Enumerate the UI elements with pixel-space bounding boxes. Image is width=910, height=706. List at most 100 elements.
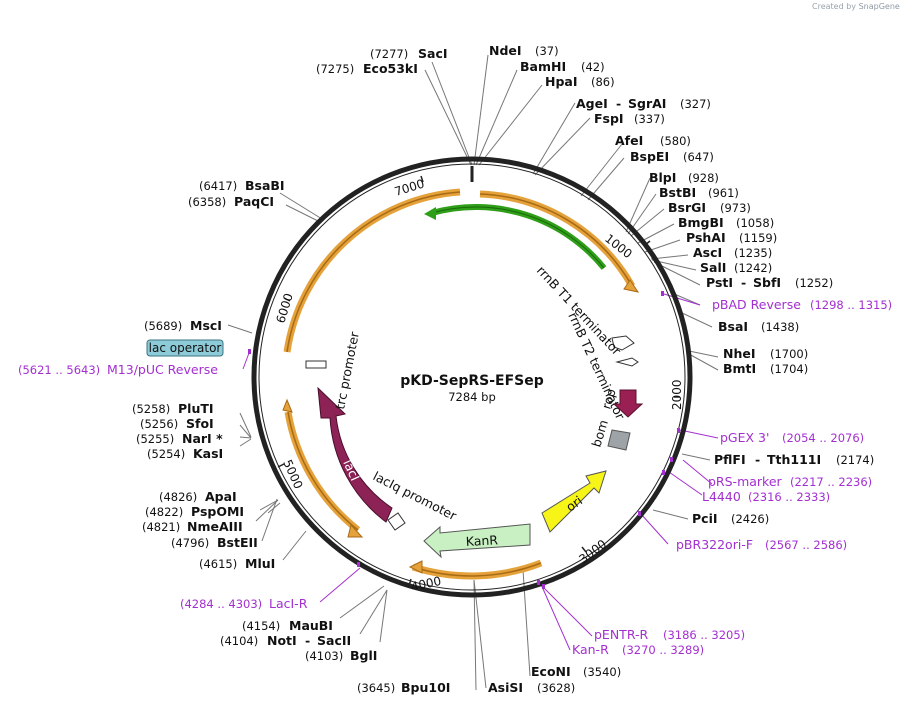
site-mlui-name[interactable]: MluI xyxy=(245,556,275,571)
primer-l4440-range: (2316 .. 2333) xyxy=(748,490,830,504)
site-bamhi-name[interactable]: BamHI xyxy=(520,59,566,74)
site-psti-name[interactable]: PstI xyxy=(706,275,733,290)
site-pcii-name[interactable]: PciI xyxy=(692,511,718,526)
site-pshai-pos: (1159) xyxy=(739,231,777,245)
site-psti-sep: - xyxy=(741,275,746,290)
site-blpi-pos: (928) xyxy=(688,171,719,185)
site-nmeaiii-name[interactable]: NmeAIII xyxy=(187,519,243,534)
site-sfoi-name[interactable]: SfoI xyxy=(186,416,214,431)
site-maubi-name[interactable]: MauBI xyxy=(289,618,333,633)
site-noti-pos: (4104) xyxy=(220,634,258,648)
primer-laci-r-name[interactable]: LacI-R xyxy=(269,596,308,611)
primer-pbr322ori-range: (2567 .. 2586) xyxy=(765,538,847,552)
primer-l4440-name[interactable]: L4440 xyxy=(702,489,741,504)
rop-label: rop xyxy=(599,387,619,411)
site-bsabi-name[interactable]: BsaBI xyxy=(245,178,285,193)
site-msci-name[interactable]: MscI xyxy=(190,318,222,333)
site-pflfi-pos: (2174) xyxy=(836,453,874,467)
trc-label: trc promoter xyxy=(332,330,362,411)
site-bsai-name[interactable]: BsaI xyxy=(718,319,748,334)
site-pflfi-name[interactable]: PflFI xyxy=(714,452,746,467)
primer-pbr322ori-name[interactable]: pBR322ori-F xyxy=(676,537,753,552)
primer-pgex3-name[interactable]: pGEX 3' xyxy=(720,430,769,445)
site-bspei-pos: (647) xyxy=(683,150,714,164)
site-pluti-name[interactable]: PluTI xyxy=(178,401,214,416)
site-nari-name[interactable]: NarI * xyxy=(182,431,223,446)
site-bsai-pos: (1438) xyxy=(761,320,799,334)
site-mlui-pos: (4615) xyxy=(199,557,237,571)
rrnb-t2-shape xyxy=(615,357,639,367)
site-econi-name[interactable]: EcoNI xyxy=(531,664,571,679)
site-bsrgi-name[interactable]: BsrGI xyxy=(668,200,706,215)
primer-pbad-reverse-name[interactable]: pBAD Reverse xyxy=(712,297,801,312)
site-bmgbi-pos: (1058) xyxy=(736,216,774,230)
site-noti-sep: - xyxy=(305,633,310,648)
tick-4000: 4000 xyxy=(410,574,443,594)
site-pcii-pos: (2426) xyxy=(731,512,769,526)
kanr-label: KanR xyxy=(465,532,498,549)
site-bsteii-name[interactable]: BstEII xyxy=(217,535,258,550)
site-hpai-name[interactable]: HpaI xyxy=(545,74,578,89)
bom-shape xyxy=(607,429,631,451)
site-asisi-name[interactable]: AsiSI xyxy=(488,680,523,695)
site-bmgbi-name[interactable]: BmgBI xyxy=(678,215,724,230)
site-afei-pos: (580) xyxy=(660,134,691,148)
backbone-ring xyxy=(251,156,693,598)
site-sbfi-name[interactable]: SbfI xyxy=(753,275,781,290)
site-paqci-pos: (6358) xyxy=(188,195,226,209)
site-kasi-pos: (5254) xyxy=(147,447,185,461)
primer-pentr-r-name[interactable]: pENTR-R xyxy=(594,627,649,642)
plasmid-size: 7284 bp xyxy=(448,390,496,404)
rrnb-t1-shape xyxy=(611,335,635,351)
site-pshai-name[interactable]: PshAI xyxy=(686,230,726,245)
site-sgrai-name[interactable]: SgrAI xyxy=(628,96,666,111)
tick-marks xyxy=(277,175,680,587)
rop-shape xyxy=(612,389,644,418)
primer-prs-marker-name[interactable]: pRS-marker xyxy=(708,474,783,489)
ori-shape xyxy=(541,470,607,533)
plasmid-name: pKD-SepRS-EFSep xyxy=(400,373,544,389)
site-agei-name[interactable]: AgeI xyxy=(576,96,608,111)
site-tth111i-name[interactable]: Tth111I xyxy=(767,452,821,467)
site-bsteii-pos: (4796) xyxy=(171,536,209,550)
site-nhei-name[interactable]: NheI xyxy=(723,346,756,361)
primer-laci-r-range: (4284 .. 4303) xyxy=(180,597,262,611)
site-asci-name[interactable]: AscI xyxy=(693,245,722,260)
site-fspi-pos: (337) xyxy=(634,112,665,126)
site-paqci-name[interactable]: PaqCI xyxy=(234,194,274,209)
watermark-brand: SnapGene xyxy=(858,2,900,11)
site-bgli-name[interactable]: BglI xyxy=(350,648,377,663)
site-ndei-name[interactable]: NdeI xyxy=(489,43,522,58)
green-feature-outline xyxy=(431,206,605,269)
watermark-text: Created by xyxy=(812,2,857,11)
site-fspi-name[interactable]: FspI xyxy=(594,111,624,126)
site-bmti-name[interactable]: BmtI xyxy=(723,361,756,376)
primer-kan-r-range: (3270 .. 3289) xyxy=(622,643,704,657)
site-kasi-name[interactable]: KasI xyxy=(193,446,223,461)
site-afei-name[interactable]: AfeI xyxy=(615,133,643,148)
site-nari-pos: (5255) xyxy=(136,432,174,446)
lac-operator-label: lac operator xyxy=(149,341,222,355)
site-sacii-name[interactable]: SacII xyxy=(317,633,351,648)
site-pflfi-sep: - xyxy=(755,452,760,467)
site-pspomi-pos: (4822) xyxy=(145,505,183,519)
green-arrowhead xyxy=(424,207,436,220)
site-bstbi-name[interactable]: BstBI xyxy=(659,185,696,200)
trc-shape xyxy=(305,360,327,369)
site-bspei-name[interactable]: BspEI xyxy=(630,149,669,164)
site-pspomi-name[interactable]: PspOMI xyxy=(191,504,244,519)
site-apai-pos: (4826) xyxy=(159,490,197,504)
site-sali-name[interactable]: SalI xyxy=(700,260,726,275)
site-noti-name[interactable]: NotI xyxy=(267,633,297,648)
site-bmti-pos: (1704) xyxy=(770,362,808,376)
site-eco53ki-name[interactable]: Eco53kI xyxy=(363,61,418,76)
primer-m13-puc-rev-name[interactable]: M13/pUC Reverse xyxy=(107,362,218,377)
site-saci-name[interactable]: SacI xyxy=(418,46,448,61)
primer-m13-puc-rev-range: (5621 .. 5643) xyxy=(18,363,100,377)
site-apai-name[interactable]: ApaI xyxy=(205,489,237,504)
primer-leader-lines xyxy=(242,293,719,651)
site-blpi-name[interactable]: BlpI xyxy=(649,170,676,185)
site-bpu10i-name[interactable]: Bpu10I xyxy=(401,680,450,695)
primer-kan-r-name[interactable]: Kan-R xyxy=(572,642,609,657)
lac-operator-box xyxy=(146,339,224,357)
